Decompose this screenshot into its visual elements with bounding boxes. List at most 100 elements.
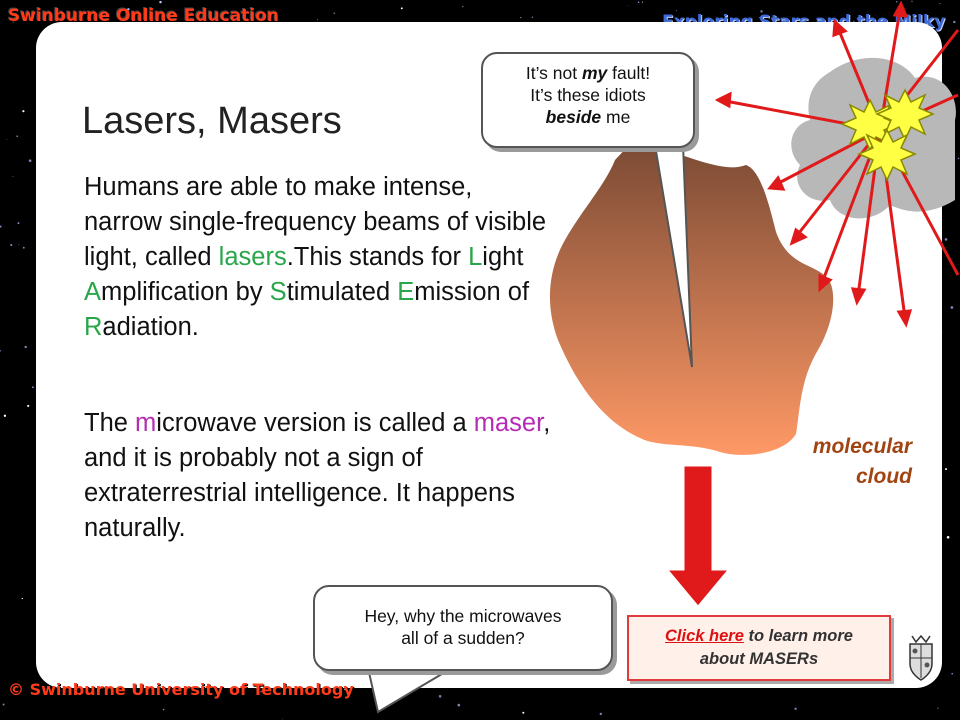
link-box-line2: about MASERs [699, 650, 819, 668]
paragraph-masers: The microwave version is called a maser,… [84, 406, 554, 546]
link-box-line1: Click here to learn more [629, 625, 889, 648]
paragraph-lasers: Humans are able to make intense, narrow … [84, 170, 554, 345]
star [0, 225, 2, 228]
bubble-top-text-a: It’s not [525, 63, 582, 83]
p1-S: S [269, 278, 287, 306]
bubble-top-text-b: fault! [607, 63, 651, 83]
star [957, 157, 960, 160]
star [21, 597, 23, 600]
star [895, 0, 898, 3]
star [939, 3, 941, 5]
link-box-rest1: to learn more [743, 627, 853, 645]
bubble-top-beside: beside [545, 107, 602, 127]
p1-R: R [84, 313, 103, 341]
star [946, 535, 950, 539]
star [794, 707, 797, 710]
p1-lasers: lasers [218, 243, 287, 271]
star [759, 16, 761, 19]
star [400, 7, 403, 10]
star [22, 246, 25, 249]
star [457, 703, 461, 707]
bubble-bottom-tail [366, 667, 456, 714]
star [18, 244, 20, 246]
star [599, 712, 603, 716]
p1-text-d: mplification by [101, 278, 270, 306]
p2-text-c: , and it is probably not a sign of extra… [84, 409, 551, 542]
star [344, 688, 346, 691]
speech-bubble-top: It’s not my fault! It’s these idiots bes… [481, 52, 695, 148]
p1-text-e: timulated [286, 278, 398, 306]
star [260, 690, 262, 693]
p2-text-a: The [84, 409, 136, 437]
molecular-cloud-shape [549, 142, 834, 455]
star [12, 20, 15, 23]
p1-text-a: Humans are able to make intense, narrow … [84, 173, 547, 271]
star [522, 711, 525, 714]
click-here-link[interactable]: Click here [665, 627, 744, 645]
star [6, 139, 8, 140]
masers-link-box: Click here to learn more about MASERs [627, 615, 891, 681]
cloud-label-line1: molecular [812, 435, 912, 458]
star [3, 414, 7, 417]
star [951, 672, 954, 675]
star [0, 350, 1, 352]
star [438, 695, 442, 698]
bubble-top-line2: It’s these idiots [530, 85, 646, 105]
p1-A: A [84, 278, 102, 306]
bubble-top-line1: It’s not my fault! [483, 62, 693, 84]
star [520, 17, 522, 19]
star [317, 19, 318, 21]
down-arrow-icon [666, 465, 730, 607]
star [282, 718, 284, 720]
star [27, 404, 30, 407]
star [12, 176, 14, 178]
bubble-top-my: my [582, 63, 608, 83]
star [10, 243, 13, 247]
star [945, 468, 947, 471]
exploding-star-icon [840, 88, 935, 182]
p1-text-b: .This stands for [286, 243, 469, 271]
star [627, 5, 629, 6]
slide-title: Lasers, Masers [82, 100, 342, 142]
star [760, 10, 763, 13]
p1-E: E [397, 278, 415, 306]
star [637, 1, 640, 4]
star [22, 110, 25, 113]
bubble-bottom-line1: Hey, why the microwaves [364, 606, 562, 626]
star [17, 222, 20, 225]
cloud-label-line2: cloud [856, 465, 912, 488]
star [333, 12, 335, 14]
star [911, 0, 913, 2]
star [24, 345, 27, 349]
p1-text-c: ight [482, 243, 524, 271]
star [255, 688, 257, 689]
star [937, 707, 939, 709]
bubble-top-line3: beside me [483, 106, 693, 128]
star [28, 159, 32, 162]
star [127, 8, 130, 11]
p1-text-g: adiation. [102, 313, 199, 341]
footer-copyright: © Swinburne University of Technology [8, 680, 354, 699]
star [462, 6, 464, 8]
star [944, 238, 948, 241]
star [16, 135, 19, 138]
star [159, 0, 162, 4]
bubble-top-text-d: me [601, 107, 631, 127]
speech-bubble-bottom: Hey, why the microwaves all of a sudden? [313, 585, 613, 671]
crest-icon [909, 634, 933, 681]
p2-maser: maser [473, 409, 544, 437]
p1-L: L [468, 243, 483, 271]
star [2, 703, 5, 706]
molecular-cloud-label: molecular cloud [772, 432, 912, 492]
star [641, 1, 643, 3]
p2-text-b: icrowave version is called a [156, 409, 474, 437]
star [31, 386, 34, 389]
star [950, 306, 954, 309]
star [180, 693, 182, 695]
star [162, 708, 165, 711]
star [879, 20, 882, 22]
star [853, 20, 855, 22]
star [953, 20, 956, 24]
star [531, 16, 534, 18]
